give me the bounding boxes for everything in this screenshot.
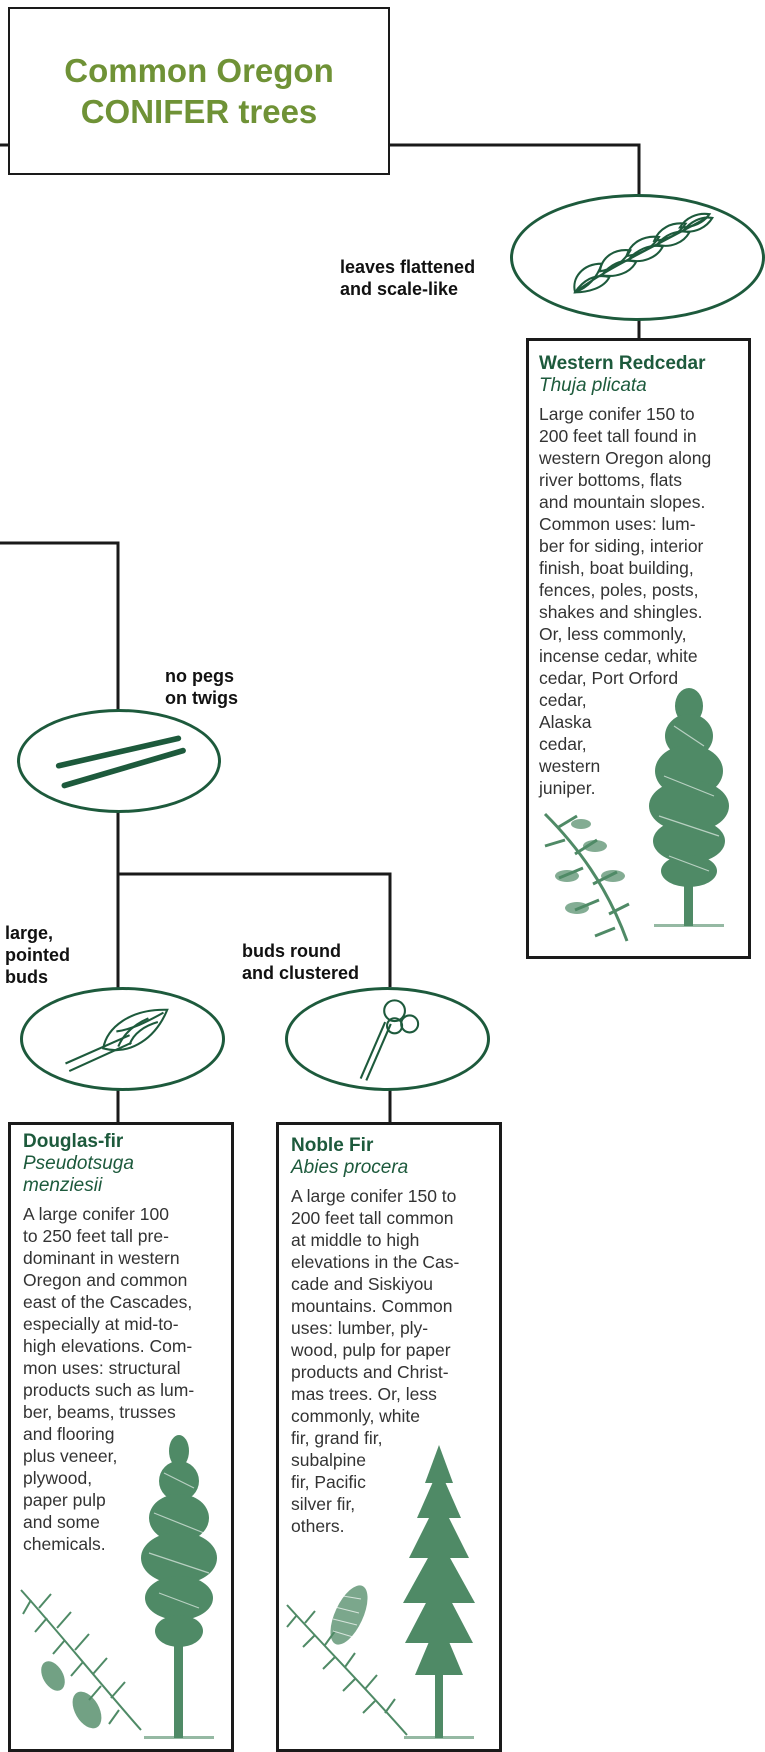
diagram-title-box: Common Oregon CONIFER trees	[8, 7, 390, 175]
scale-like-label-line-2: and scale-like	[340, 279, 459, 299]
connector-left-to-no-pegs	[0, 541, 120, 710]
no-pegs-label-line-2: on twigs	[165, 688, 238, 708]
diagram-title-line-1: Common Oregon	[64, 52, 334, 89]
douglas-fir-common-name: Douglas-fir	[23, 1131, 124, 1152]
western-redcedar-scientific-name: Thuja plicata	[539, 375, 647, 396]
douglas-fir-scientific-name-line-1: Pseudotsuga	[23, 1153, 134, 1174]
pointed-buds-node	[20, 987, 225, 1091]
twig-icon	[55, 735, 186, 789]
round-bud-cluster-icon	[359, 999, 420, 1081]
douglas-fir-card: Douglas-fir Pseudotsuga menziesii A larg…	[8, 1122, 234, 1752]
no-pegs-node	[17, 709, 221, 813]
pointed-buds-label-line-1: large,	[5, 923, 54, 943]
scale-like-label: leaves flattened and scale-like	[340, 256, 475, 300]
western-redcedar-common-name: Western Redcedar	[539, 353, 706, 374]
western-redcedar-branch-illustration	[543, 812, 630, 942]
round-buds-label-line-2: and clustered	[242, 963, 360, 983]
pointed-bud-icon	[65, 1008, 169, 1072]
pointed-buds-label: large, pointed buds	[5, 922, 70, 988]
noble-fir-cone	[330, 1585, 368, 1645]
diagram-title-line-2: CONIFER trees	[80, 93, 318, 130]
round-buds-label-line-1: buds round	[242, 941, 341, 961]
scale-like-node	[510, 194, 765, 321]
noble-fir-description: A large conifer 150 to 200 feet tall com…	[291, 1186, 460, 1536]
douglas-fir-branch-illustration	[20, 1589, 142, 1731]
douglas-fir-tree-illustration	[141, 1435, 217, 1739]
no-pegs-label: no pegs on twigs	[165, 665, 238, 709]
scale-like-label-line-1: leaves flattened	[340, 257, 476, 277]
noble-fir-scientific-name: Abies procera	[291, 1157, 409, 1178]
connector-title-to-scale-like	[390, 143, 641, 195]
connector-no-pegs-to-split	[116, 812, 392, 987]
western-redcedar-card: Western Redcedar Thuja plicata Large con…	[526, 338, 751, 959]
noble-fir-common-name: Noble Fir	[291, 1135, 374, 1156]
western-redcedar-tree-illustration	[649, 688, 729, 927]
no-pegs-label-line-1: no pegs	[165, 666, 235, 686]
round-buds-node	[285, 987, 490, 1091]
round-buds-label: buds round and clustered	[242, 940, 359, 984]
douglas-fir-description: A large conifer 100 to 250 feet tall pre…	[23, 1204, 195, 1554]
western-redcedar-description: Large conifer 150 to 200 feet tall found…	[539, 404, 712, 798]
noble-fir-card: Noble Fir Abies procera A large conifer …	[276, 1122, 502, 1752]
pointed-buds-label-line-3: buds	[5, 967, 48, 987]
scale-leaf-icon	[573, 212, 714, 294]
noble-fir-branch-and-cone-illustration	[286, 1585, 408, 1736]
pointed-buds-label-line-2: pointed	[5, 945, 70, 965]
douglas-fir-scientific-name-line-2: menziesii	[23, 1175, 103, 1196]
noble-fir-tree-illustration	[403, 1445, 475, 1739]
